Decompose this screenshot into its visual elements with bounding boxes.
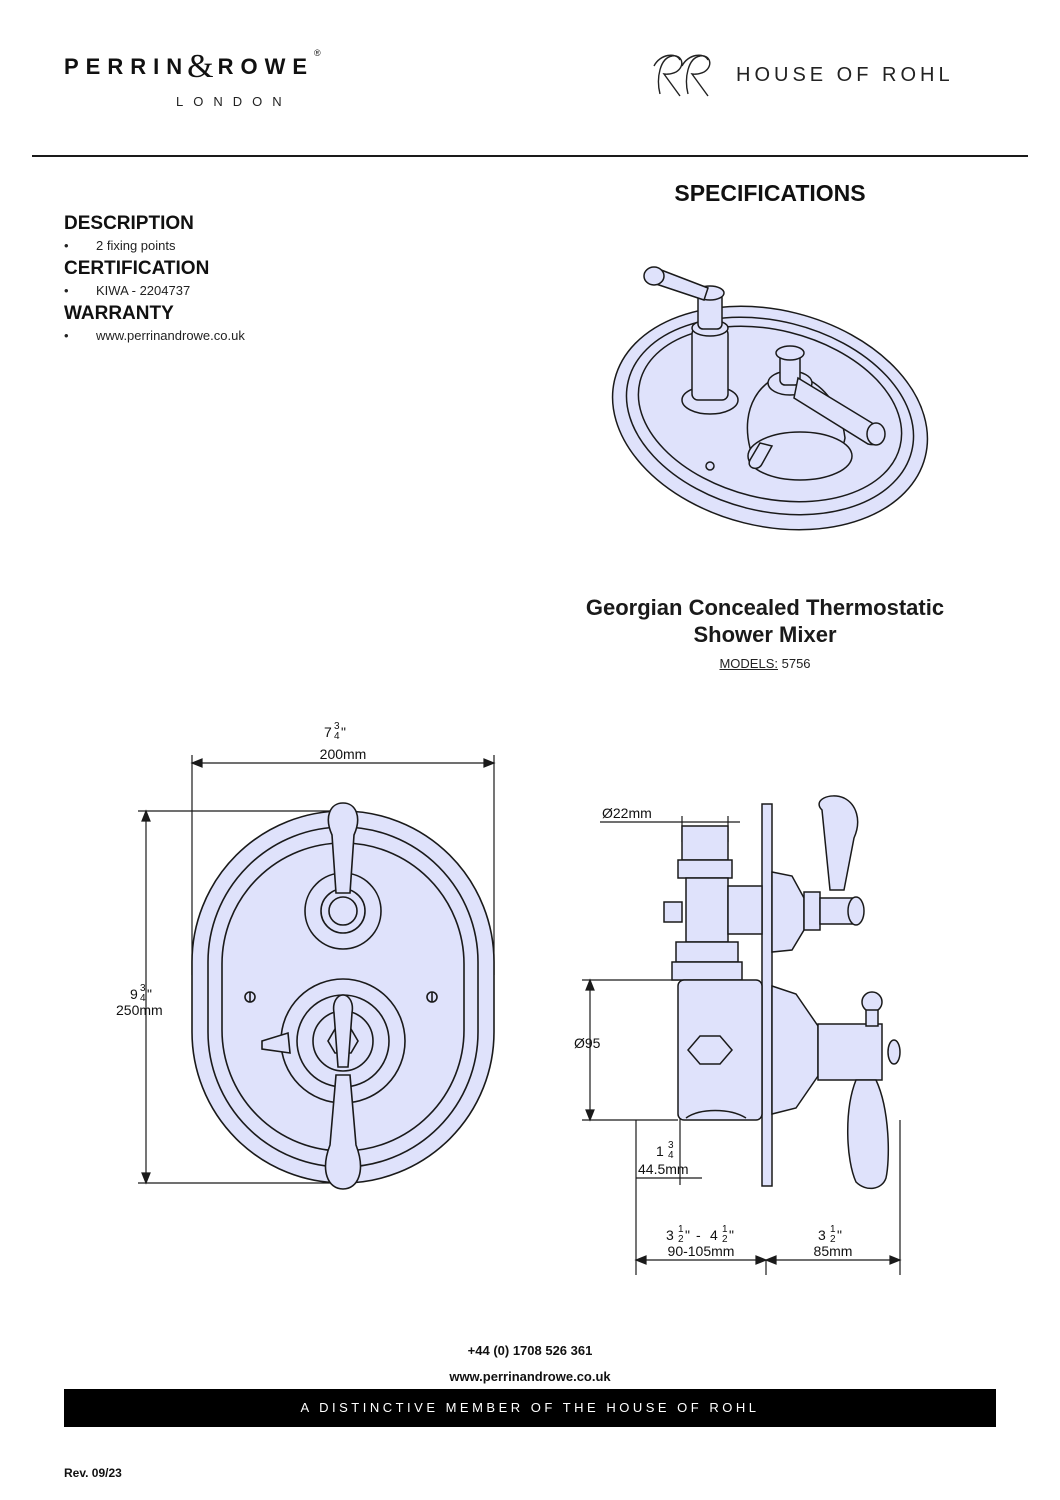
footer-phone: +44 (0) 1708 526 361 — [467, 1343, 593, 1358]
depth2-a-mark: " — [685, 1227, 690, 1243]
side-elevation-drawing: Ø22mm Ø95 1 3 4 44.5mm 3 1 2 " - 4 1 2 "… — [574, 795, 902, 1275]
footer-tagline-bar: A DISTINCTIVE MEMBER OF THE HOUSE OF ROH… — [64, 1389, 996, 1427]
warranty-text: www.perrinandrowe.co.uk — [96, 328, 245, 343]
depth1-inch-den: 4 — [668, 1150, 674, 1161]
depth3-mark: " — [837, 1227, 842, 1243]
depth2-a-num: 1 — [678, 1224, 684, 1235]
warranty-heading: WARRANTY — [64, 303, 174, 324]
brand-word-perrin: PERRIN — [64, 54, 190, 79]
warranty-item: • www.perrinandrowe.co.uk — [64, 328, 245, 343]
product-title-line1: Georgian Concealed Thermostatic — [585, 595, 945, 620]
bullet: • — [64, 328, 69, 343]
depth2-dash: - — [696, 1227, 701, 1243]
depth1-inch-whole: 1 — [656, 1143, 664, 1159]
pipe-diameter: Ø22mm — [602, 805, 652, 821]
house-of-rohl-logo: HOUSE OF ROHL — [650, 48, 1010, 108]
depth2-b-mark: " — [729, 1227, 734, 1243]
depth2-a-den: 2 — [678, 1234, 684, 1245]
revision-label: Rev. 09/23 — [64, 1466, 122, 1480]
depth3-den: 2 — [830, 1234, 836, 1245]
height-inch-mark: " — [147, 986, 152, 1002]
certification-text: KIWA - 2204737 — [96, 283, 191, 298]
height-inch-num: 3 — [140, 983, 146, 994]
depth2-b-num: 1 — [722, 1224, 728, 1235]
models-line: MODELS: 5756 — [520, 656, 1010, 671]
description-item: • 2 fixing points — [64, 238, 176, 253]
depth3-num: 1 — [830, 1224, 836, 1235]
depth2-mm: 90-105mm — [668, 1243, 735, 1259]
height-inch-den: 4 — [140, 993, 146, 1004]
description-text: 2 fixing points — [96, 238, 176, 253]
depth2-a-whole: 3 — [666, 1227, 674, 1243]
brand-sub-london: LONDON — [176, 94, 292, 109]
width-inch-mark: " — [341, 724, 346, 740]
specifications-title: SPECIFICATIONS — [674, 180, 866, 206]
description-heading: DESCRIPTION — [64, 213, 194, 234]
header-divider — [32, 155, 1028, 157]
front-elevation-drawing: 7 3 4 " 200mm 9 3 4 " 250mm — [116, 721, 496, 1190]
depth2-b-whole: 4 — [710, 1227, 718, 1243]
height-inch-whole: 9 — [130, 986, 138, 1002]
models-value: 5756 — [781, 656, 811, 671]
depth3-whole: 3 — [818, 1227, 826, 1243]
product-isometric-drawing — [611, 266, 929, 531]
width-mm: 200mm — [320, 746, 367, 762]
bullet: • — [64, 283, 69, 298]
models-label: MODELS: — [719, 656, 778, 671]
height-mm: 250mm — [116, 1002, 163, 1018]
brand-word-rowe: ROWE — [217, 54, 315, 79]
product-title-line2: Shower Mixer — [693, 622, 837, 647]
width-inch-den: 4 — [334, 731, 340, 742]
depth2-b-den: 2 — [722, 1234, 728, 1245]
width-inch-num: 3 — [334, 721, 340, 732]
depth3-mm: 85mm — [814, 1243, 853, 1259]
depth1-mm: 44.5mm — [638, 1161, 689, 1177]
width-inch-whole: 7 — [324, 724, 332, 740]
registered-mark: ® — [314, 48, 321, 58]
rr-monogram-icon — [653, 54, 711, 97]
house-of-rohl-text: HOUSE OF ROHL — [736, 64, 954, 86]
certification-item: • KIWA - 2204737 — [64, 283, 190, 298]
footer-website-link[interactable]: www.perrinandrowe.co.uk — [449, 1369, 611, 1384]
body-diameter: Ø95 — [574, 1035, 601, 1051]
perrin-rowe-logo: PERRIN&ROWE® LONDON — [64, 48, 321, 109]
depth1-inch-num: 3 — [668, 1140, 674, 1151]
brand-ampersand: & — [187, 48, 214, 85]
certification-heading: CERTIFICATION — [64, 258, 210, 279]
product-title: Georgian Concealed Thermostatic Shower M… — [520, 594, 1010, 648]
bullet: • — [64, 238, 69, 253]
